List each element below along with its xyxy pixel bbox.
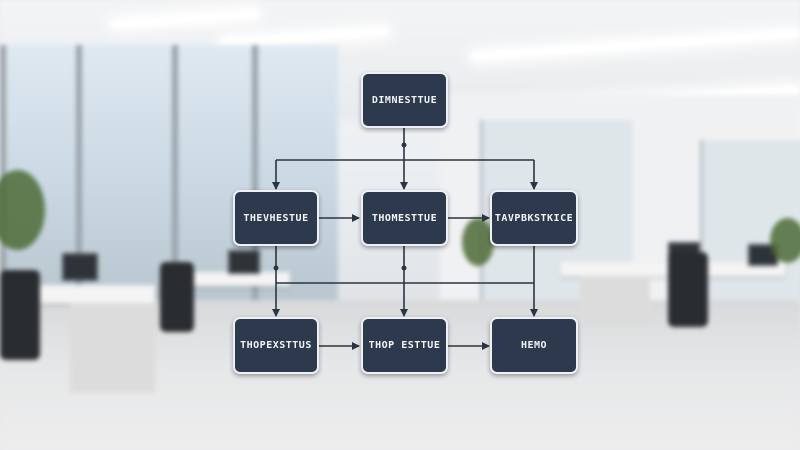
junction-dot — [401, 265, 407, 271]
node-mid-right: TAVPBKSTKICE — [490, 190, 578, 246]
desk-cabinet — [70, 303, 155, 393]
desk-cabinet — [580, 276, 650, 326]
node-bottom-left: THOPEXSTTUS — [233, 317, 319, 374]
node-bottom-center: THOP ESTTUE — [361, 317, 448, 374]
node-top: DIMNESTTUE — [361, 72, 448, 128]
office-chair — [668, 252, 708, 327]
plant — [462, 218, 494, 266]
node-mid-center-label: THOMESTTUE — [371, 212, 438, 224]
desk — [180, 272, 290, 286]
monitor — [228, 250, 260, 274]
node-bottom-right: HEMO — [490, 317, 578, 374]
office-chair — [160, 262, 194, 332]
desk — [15, 285, 155, 303]
junction-dot — [401, 142, 407, 148]
node-mid-center: THOMESTTUE — [361, 190, 448, 246]
node-bottom-center-label: THOP ESTTUE — [368, 340, 441, 351]
plant — [770, 218, 800, 263]
node-mid-left-label: THEVHESTUE — [243, 212, 309, 224]
node-mid-right-label: TAVPBKSTKICE — [494, 212, 574, 224]
node-bottom-right-label: HEMO — [520, 340, 548, 351]
office-chair — [0, 270, 40, 360]
window-pane — [252, 45, 338, 300]
monitor — [62, 253, 98, 281]
node-mid-left: THEVHESTUE — [233, 190, 319, 246]
junction-dot — [273, 265, 279, 271]
node-bottom-left-label: THOPEXSTTUS — [240, 340, 312, 351]
plant — [0, 170, 45, 250]
node-top-label: DIMNESTTUE — [371, 94, 438, 106]
